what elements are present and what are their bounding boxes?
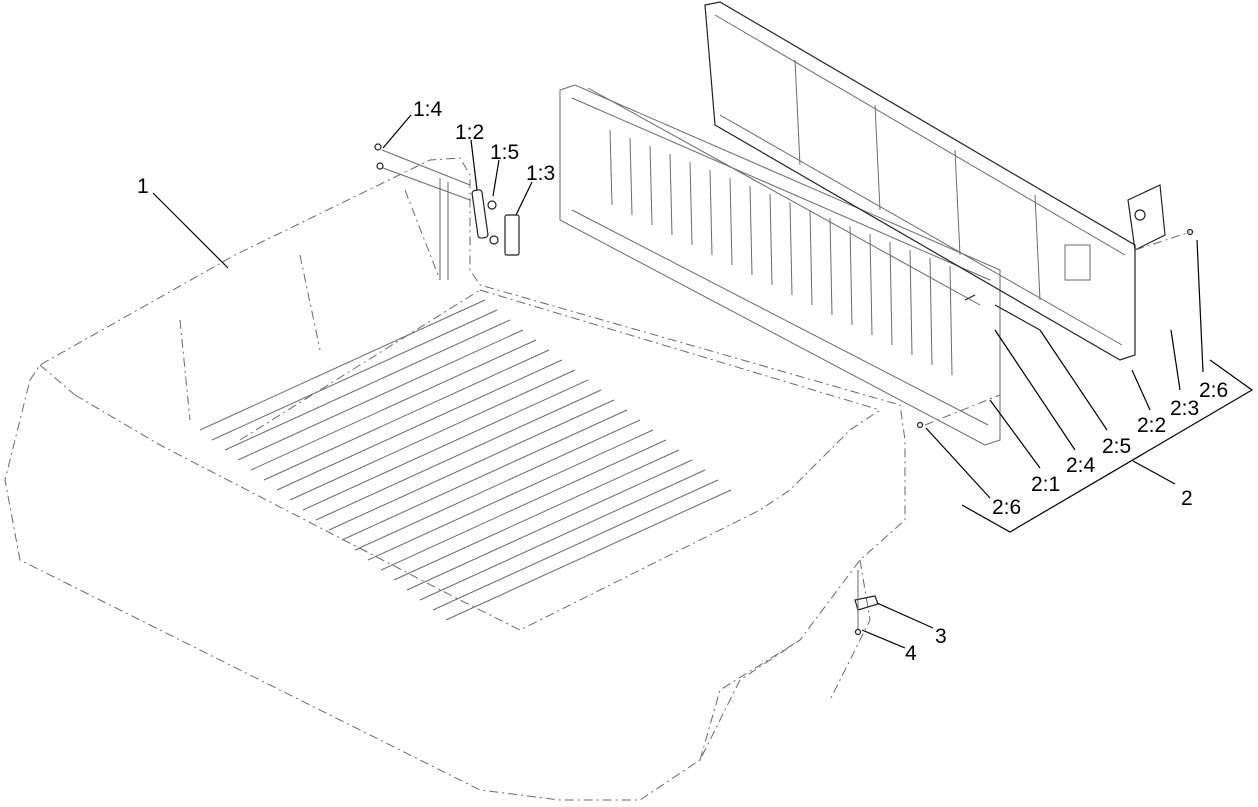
callout-2-5: 2:5 [1102,435,1132,458]
leader-lines [152,114,1254,649]
callout-2-4: 2:4 [1066,454,1096,477]
callout-1: 1 [137,175,149,198]
tailgate-inner-panel [704,1,1136,361]
callout-4: 4 [905,642,917,665]
callout-2-6-bolt: 2:6 [992,496,1022,519]
callout-2-3: 2:3 [1170,397,1200,420]
rods-and-fasteners [916,228,1194,429]
hinge-assembly [374,143,520,280]
callout-2-2: 2:2 [1137,414,1167,437]
callout-1-2: 1:2 [455,121,485,144]
bracket-and-bolt [854,570,879,636]
callout-2: 2 [1181,487,1193,510]
callout-2-6-latch: 2:6 [1199,379,1229,402]
callout-1-3: 1:3 [526,162,556,185]
truck-bed-outline [4,157,906,801]
tailgate-outer-panel [559,84,1001,446]
callout-3: 3 [935,625,947,648]
callout-1-5: 1:5 [490,141,520,164]
callout-1-4: 1:4 [413,98,443,121]
latch [1127,184,1166,251]
callout-2-1: 2:1 [1031,473,1061,496]
